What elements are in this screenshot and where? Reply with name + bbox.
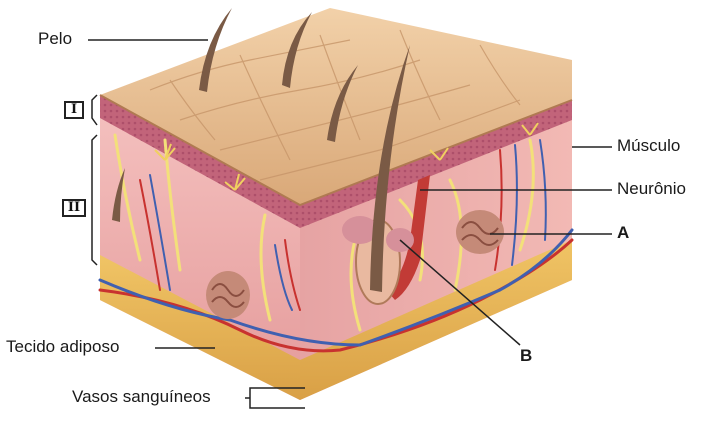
leader-lines: [88, 39, 612, 409]
label-b: B: [520, 346, 533, 365]
label-vasos-sanguineos: Vasos sanguíneos: [72, 387, 211, 406]
sweat-gland-front: [206, 271, 250, 319]
label-tecido-adiposo: Tecido adiposo: [6, 337, 120, 356]
label-layer-i: I: [64, 101, 84, 119]
label-musculo: Músculo: [617, 136, 681, 155]
nerve-fibers: [113, 133, 535, 332]
hairs: [112, 8, 410, 292]
blood-vessels: [98, 139, 574, 353]
label-pelo: Pelo: [38, 29, 73, 48]
sweat-gland-a: [456, 210, 504, 254]
nerve-endings: [154, 122, 539, 191]
label-layer-ii: II: [62, 199, 86, 217]
front-face: [100, 95, 300, 400]
side-face: [300, 100, 572, 400]
neuron-strip: [388, 175, 430, 300]
label-a: A: [617, 223, 630, 242]
label-neuronio: Neurônio: [617, 179, 686, 198]
